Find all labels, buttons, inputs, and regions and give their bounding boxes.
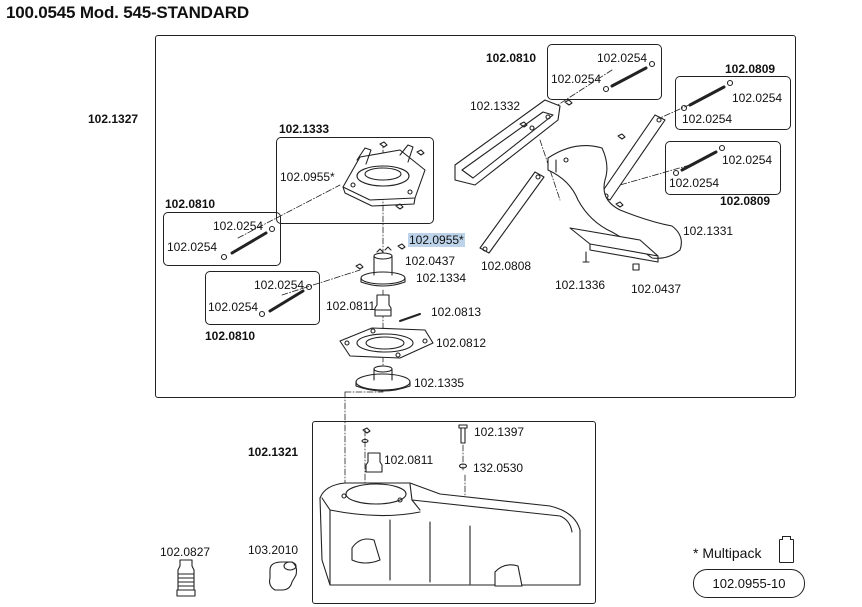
kit-box-0809-upper	[675, 76, 791, 130]
label-102-0254-e: 102.0254	[597, 51, 648, 65]
label-102-0810-b: 102.0810	[205, 329, 256, 343]
part-0827	[176, 559, 196, 597]
page-title: 100.0545 Mod. 545-STANDARD	[6, 3, 249, 22]
part-0812	[339, 327, 434, 359]
threaded-rods	[220, 60, 734, 318]
part-1332	[454, 99, 573, 186]
part-1334	[355, 243, 406, 287]
label-102-0955-b: 102.0955*	[408, 233, 465, 247]
label-102-1397: 102.1397	[474, 425, 525, 439]
label-102-0254-h: 102.0254	[682, 112, 733, 126]
multipack-note: * Multipack	[693, 545, 762, 561]
part-1335	[355, 365, 411, 392]
subassembly-box-1333	[276, 137, 434, 224]
label-102-0813: 102.0813	[431, 305, 482, 319]
kit-box-0810-left-lower	[205, 271, 320, 325]
label-102-0254-j: 102.0254	[669, 176, 720, 190]
part-1321	[319, 482, 581, 587]
label-102-1336: 102.1336	[555, 278, 606, 292]
base-hardware	[361, 424, 468, 473]
label-132-0530: 132.0530	[473, 461, 524, 475]
kit-box-0810-left-upper	[163, 212, 281, 266]
multipack-icon	[779, 536, 794, 563]
label-102-0810-c: 102.0810	[486, 51, 537, 65]
label-102-1331: 102.1331	[683, 224, 734, 238]
part-1331	[547, 145, 682, 271]
label-102-0254-b: 102.0254	[167, 240, 218, 254]
label-102-0254-g: 102.0254	[732, 91, 783, 105]
label-102-0254-i: 102.0254	[722, 153, 773, 167]
label-102-0254-d: 102.0254	[208, 300, 259, 314]
label-102-0808: 102.0808	[481, 259, 532, 273]
label-102-0254-f: 102.0254	[551, 72, 602, 86]
label-103-2010: 103.2010	[248, 543, 299, 557]
kit-box-0810-top	[547, 44, 662, 100]
label-102-0812: 102.0812	[436, 336, 487, 350]
label-102-1327: 102.1327	[88, 112, 139, 126]
label-102-0810-a: 102.0810	[165, 197, 216, 211]
label-102-0437-a: 102.0437	[405, 254, 456, 268]
part-1333	[342, 141, 426, 210]
part-2010	[269, 561, 298, 591]
label-102-0811-b: 102.0811	[384, 453, 434, 467]
label-102-0254-a: 102.0254	[213, 219, 264, 233]
part-0808	[479, 171, 545, 254]
kit-box-0809-lower	[665, 141, 781, 195]
multipack-code-badge: 102.0955-10	[693, 569, 805, 598]
part-0811-upper	[374, 294, 392, 317]
label-102-0809-a: 102.0809	[725, 62, 776, 76]
label-102-0827: 102.0827	[160, 545, 211, 559]
part-strap-right	[599, 114, 666, 201]
assembly-frame-upper	[155, 35, 796, 398]
label-102-1334: 102.1334	[416, 271, 467, 285]
label-102-1335: 102.1335	[414, 376, 465, 390]
label-102-0811-a: 102.0811	[326, 299, 376, 313]
multipack-code: 102.0955-10	[712, 576, 786, 591]
label-102-0809-b: 102.0809	[720, 194, 771, 208]
label-102-1332: 102.1332	[470, 99, 521, 113]
assembly-frame-base	[312, 421, 596, 604]
label-102-1321: 102.1321	[248, 445, 299, 459]
label-102-0955-a: 102.0955*	[280, 170, 335, 184]
label-102-1333: 102.1333	[279, 122, 330, 136]
label-102-0254-c: 102.0254	[254, 278, 305, 292]
label-102-0437-b: 102.0437	[631, 282, 682, 296]
